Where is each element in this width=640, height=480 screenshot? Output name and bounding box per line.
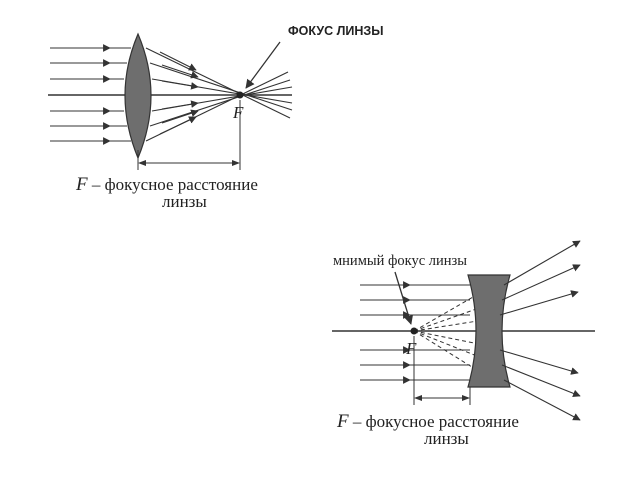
diverging-lens-diagram: мнимый фокус линзы F F – фокусное рассто… <box>332 240 595 448</box>
focus-pointer-arrow <box>245 41 281 89</box>
caption-line-2: линзы <box>424 429 469 448</box>
converging-lens-diagram: ФОКУС ЛИНЗЫ F F – фокусное расстояние ли… <box>48 24 383 211</box>
diverging-rays <box>499 240 581 421</box>
focus-label: ФОКУС ЛИНЗЫ <box>288 24 383 38</box>
focus-letter: F <box>405 339 417 358</box>
convex-lens <box>124 32 152 160</box>
virtual-focus-pointer-arrow <box>394 271 413 325</box>
caption-line-2: линзы <box>162 192 207 211</box>
incoming-rays <box>360 281 470 384</box>
incoming-rays <box>50 44 131 145</box>
caption-line-1: F – фокусное расстояние <box>75 174 258 195</box>
virtual-focus-label: мнимый фокус линзы <box>333 253 467 269</box>
focus-letter: F <box>232 103 244 122</box>
caption-line-1: F – фокусное расстояние <box>336 411 519 432</box>
focus-point <box>236 91 244 99</box>
concave-lens <box>467 274 511 388</box>
virtual-focus-point <box>410 327 418 335</box>
virtual-ray-extensions <box>413 292 485 373</box>
refracted-rays <box>145 47 293 142</box>
